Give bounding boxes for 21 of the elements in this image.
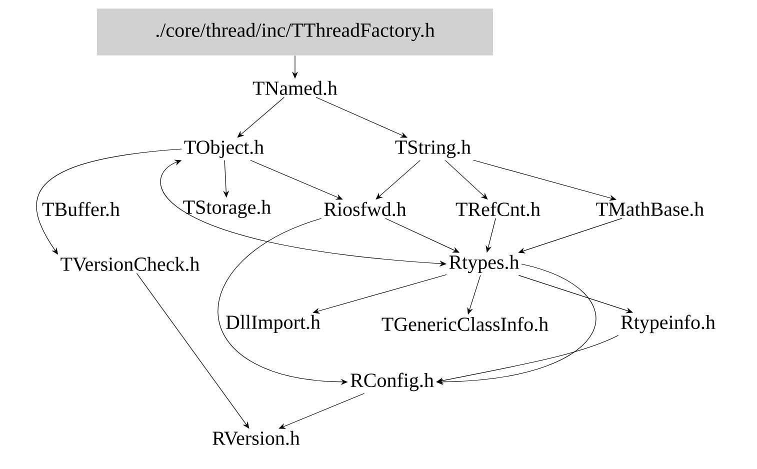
- file-label: TGenericClassInfo.h: [382, 316, 548, 332]
- file-label: Riosfwd.h: [324, 202, 406, 216]
- file-label: TObject.h: [184, 140, 264, 158]
- arrow: [250, 160, 343, 200]
- file-label: Rtypeinfo.h: [621, 314, 716, 334]
- file-label: TNamed.h: [252, 80, 338, 96]
- file-label: TMathBase.h: [596, 202, 704, 216]
- arrow: [278, 393, 365, 429]
- arrow: [316, 96, 408, 138]
- file-label: TString.h: [395, 140, 471, 158]
- file-label: Rtypes.h: [449, 254, 520, 274]
- file-label: DllImport.h: [226, 314, 320, 334]
- file-label: TStorage.h: [183, 200, 271, 218]
- file-label: TRefCnt.h: [456, 202, 540, 216]
- file-label: TBuffer.h: [42, 202, 120, 216]
- arrow: [237, 96, 284, 138]
- file-label: RConfig.h: [350, 372, 434, 392]
- arrow: [472, 160, 616, 201]
- file-label: TVersionCheck.h: [60, 256, 200, 272]
- file-box: ./core/thread/inc/TThreadFactory.h: [97, 8, 493, 56]
- file-label: RVersion.h: [212, 430, 300, 446]
